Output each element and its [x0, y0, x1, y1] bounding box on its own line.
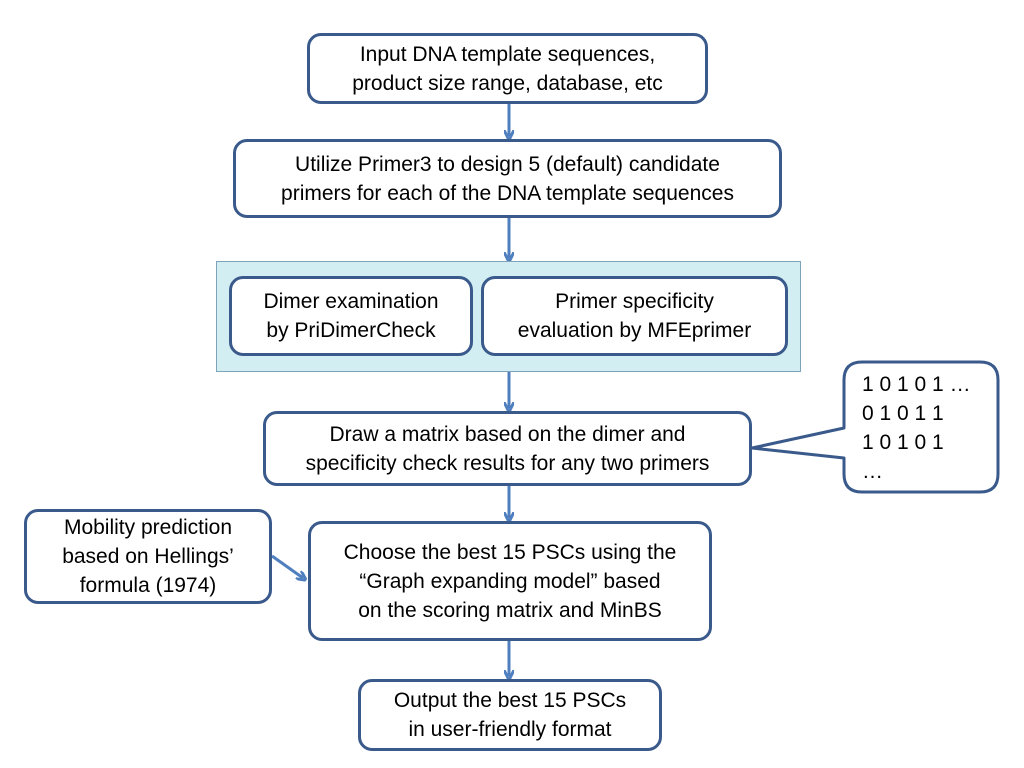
primer3-step-line: Utilize Primer3 to design 5 (default) ca…: [295, 152, 720, 176]
dimer-check-line: by PriDimerCheck: [266, 319, 436, 342]
choose-step-line: Choose the best 15 PSCs using the: [343, 540, 677, 564]
specificity-check-line: evaluation by MFEprimer: [517, 319, 752, 342]
output-step-line: Output the best 15 PSCs: [393, 689, 627, 712]
matrix-callout-bubble: [750, 360, 1000, 494]
matrix-step-line: specificity check results for any two pr…: [305, 451, 710, 475]
mobility-prediction-box: Mobility prediction based on Hellings’ f…: [24, 509, 272, 604]
mobility-prediction-line: based on Hellings’: [62, 545, 234, 568]
choose-step-box: Choose the best 15 PSCs using the “Graph…: [308, 521, 712, 641]
specificity-check-line: Primer specificity: [555, 290, 714, 313]
dimer-check-line: Dimer examination: [263, 290, 439, 313]
matrix-example-row: 1 0 1 0 1 …: [862, 373, 971, 396]
primer3-step-line: primers for each of the DNA template seq…: [281, 181, 734, 205]
matrix-example-row: 1 0 1 0 1: [862, 431, 944, 454]
output-step-line: in user-friendly format: [408, 718, 612, 741]
output-step-box: Output the best 15 PSCs in user-friendly…: [358, 679, 662, 751]
matrix-example-row: …: [862, 460, 883, 483]
mobility-prediction-line: Mobility prediction: [63, 516, 233, 539]
matrix-step-box: Draw a matrix based on the dimer and spe…: [263, 411, 752, 486]
input-step-line: product size range, database, etc: [352, 71, 663, 95]
mobility-prediction-line: formula (1974): [79, 574, 217, 597]
specificity-check-box: Primer specificity evaluation by MFEprim…: [481, 276, 788, 356]
matrix-example-text: 1 0 1 0 1 … 0 1 0 1 1 1 0 1 0 1 …: [862, 370, 971, 486]
primer3-step-box: Utilize Primer3 to design 5 (default) ca…: [233, 139, 782, 218]
choose-step-line: “Graph expanding model” based: [359, 569, 661, 593]
matrix-example-row: 0 1 0 1 1: [862, 402, 944, 425]
arrow-mobility-to-choose: [271, 554, 303, 578]
dimer-check-box: Dimer examination by PriDimerCheck: [229, 276, 473, 356]
matrix-step-line: Draw a matrix based on the dimer and: [329, 422, 686, 446]
input-step-line: Input DNA template sequences,: [359, 42, 656, 66]
choose-step-line: on the scoring matrix and MinBS: [358, 598, 662, 622]
input-step-box: Input DNA template sequences, product si…: [307, 33, 708, 104]
